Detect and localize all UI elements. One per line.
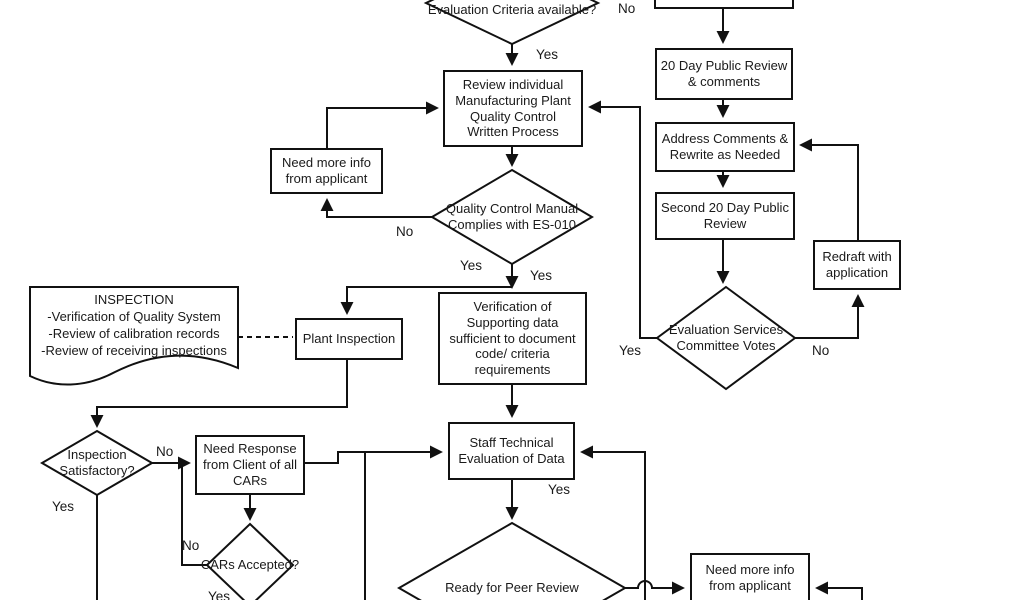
edge-redraft-to-address xyxy=(799,138,859,240)
edge-label-yes: Yes xyxy=(208,589,231,600)
inspection-note-line: -Verification of Quality System xyxy=(47,308,221,324)
box-need-more-info-bottom: Need more info from applicant xyxy=(690,553,810,600)
edge-label-no: No xyxy=(618,1,636,16)
edge-qc-no-to-needinfo xyxy=(320,198,432,218)
box-plant-inspection: Plant Inspection xyxy=(295,318,403,360)
decision-ready-peer-review-label: Ready for Peer Review xyxy=(445,580,579,596)
unlabeled-box-top-right xyxy=(654,0,794,9)
box-20day-public-review: 20 Day Public Review & comments xyxy=(655,48,793,100)
edge-loop-into-staff-right xyxy=(580,445,646,600)
decision-inspection-satisfactory-label: Inspection Satisfactory? xyxy=(59,447,135,478)
decision-cars-accepted-shape xyxy=(205,522,295,600)
edge-label-yes: Yes xyxy=(52,499,75,514)
edge-label-yes: Yes xyxy=(548,482,571,497)
edge-label-no: No xyxy=(812,343,830,358)
edge-label-no: No xyxy=(396,224,414,239)
inspection-note-title: INSPECTION xyxy=(94,292,174,307)
decision-ready-peer-review-shape xyxy=(396,521,628,600)
box-review-plant-qc: Review individual Manufacturing Plant Qu… xyxy=(443,70,583,147)
box-verification-supporting-data: Verification of Supporting data sufficie… xyxy=(438,292,587,385)
edge-label-yes: Yes xyxy=(460,258,483,273)
decision-cars-accepted-label: CARs Accepted? xyxy=(200,557,300,573)
edge-plant-to-inspection-sat xyxy=(90,360,348,428)
box-need-more-info-top: Need more info from applicant xyxy=(270,148,383,194)
decision-evaluation-criteria-label: Evaluation Criteria available? xyxy=(427,2,597,18)
box-second-20day-review: Second 20 Day Public Review xyxy=(655,192,795,240)
edge-label-yes: Yes xyxy=(530,268,553,283)
box-redraft-with-application: Redraft with application xyxy=(813,240,901,290)
inspection-note-line: -Review of calibration records xyxy=(48,325,220,341)
decision-committee-votes-label: Evaluation Services Committee Votes xyxy=(668,322,784,353)
edge-label-no: No xyxy=(156,444,174,459)
box-need-response-cars: Need Response from Client of all CARs xyxy=(195,435,305,495)
edge-committee-yes-to-review xyxy=(588,100,657,339)
inspection-note-line: -Review of receiving inspections xyxy=(41,342,227,358)
inspection-note-shape xyxy=(29,286,239,386)
edge-needresponse-to-staff xyxy=(305,445,443,464)
inspection-note-text: INSPECTION -Verification of Quality Syst… xyxy=(36,292,232,360)
box-address-comments: Address Comments & Rewrite as Needed xyxy=(655,122,795,172)
edge-ready-to-needinfo-bottom xyxy=(625,580,685,595)
box-staff-technical-evaluation: Staff Technical Evaluation of Data xyxy=(448,422,575,480)
edge-into-needinfo-bottom-right xyxy=(815,581,863,600)
edge-junction-to-plant xyxy=(340,286,512,315)
edge-label-yes: Yes xyxy=(536,47,559,62)
edge-label-no: No xyxy=(182,538,200,553)
edge-label-yes: Yes xyxy=(619,343,642,358)
decision-qc-manual-label: Quality Control Manual Complies with ES-… xyxy=(445,201,579,232)
decision-committee-votes-shape xyxy=(655,285,797,391)
edge-cars-no-loop xyxy=(181,463,207,566)
edge-committee-no-to-redraft xyxy=(795,294,865,339)
edge-needinfo-to-review xyxy=(326,101,439,148)
